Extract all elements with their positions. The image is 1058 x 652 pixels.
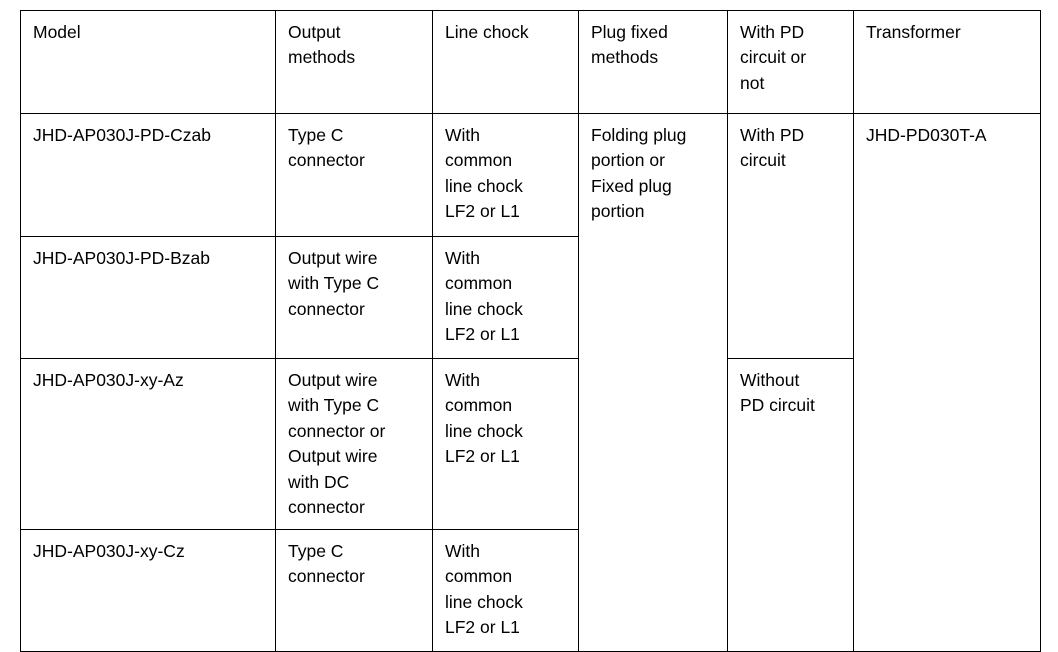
- cell-output-methods: Type C connector: [275, 529, 433, 652]
- cell-line-chock: With common line chock LF2 or L1: [432, 236, 579, 359]
- cell-pd-circuit-with-value: With PD circuit: [740, 125, 805, 171]
- column-header-model-label: Model: [33, 22, 81, 42]
- product-model-specification-table: Model Output methods Line chock Plug fix…: [20, 10, 1041, 652]
- header-row: Model Output methods Line chock Plug fix…: [20, 10, 1041, 114]
- column-header-with-pd-circuit-or-not: With PD circuit or not: [727, 10, 854, 114]
- column-header-line-chock-label: Line chock: [445, 22, 529, 42]
- column-header-output-methods: Output methods: [275, 10, 433, 114]
- cell-pd-circuit-with-merged: With PD circuit: [727, 113, 854, 359]
- cell-output-methods-value: Output wire with Type C connector: [288, 248, 380, 319]
- table-row: JHD-AP030J-PD-Czab Type C connector With…: [20, 113, 1041, 652]
- cell-line-chock: With common line chock LF2 or L1: [432, 358, 579, 530]
- table-row: JHD-AP030J-PD-Bzab Output wire with Type…: [20, 236, 1041, 359]
- table-row: JHD-AP030J-xy-Cz Type C connector With c…: [20, 529, 1041, 652]
- column-header-transformer: Transformer: [853, 10, 1041, 114]
- cell-model: JHD-AP030J-xy-Az: [20, 358, 276, 530]
- cell-pd-circuit-without-merged: Without PD circuit: [727, 358, 854, 652]
- cell-output-methods-value: Type C connector: [288, 125, 365, 171]
- table-header: Model Output methods Line chock Plug fix…: [20, 10, 1041, 114]
- cell-output-methods: Output wire with Type C connector: [275, 236, 433, 359]
- column-header-with-pd-circuit-or-not-label: With PD circuit or not: [740, 22, 807, 93]
- table-row: JHD-AP030J-xy-Az Output wire with Type C…: [20, 358, 1041, 652]
- table-body: JHD-AP030J-PD-Czab Type C connector With…: [20, 113, 1041, 652]
- cell-model: JHD-AP030J-PD-Bzab: [20, 236, 276, 359]
- column-header-output-methods-label: Output methods: [288, 22, 356, 68]
- cell-line-chock: With common line chock LF2 or L1: [432, 529, 579, 652]
- column-header-line-chock: Line chock: [432, 10, 579, 114]
- column-header-model: Model: [20, 10, 276, 114]
- cell-model-value: JHD-AP030J-xy-Az: [33, 370, 184, 390]
- cell-model: JHD-AP030J-xy-Cz: [20, 529, 276, 652]
- cell-model: JHD-AP030J-PD-Czab: [20, 113, 276, 237]
- column-header-plug-fixed-methods-label: Plug fixed methods: [591, 22, 668, 68]
- cell-output-methods-value: Output wire with Type C connector or Out…: [288, 370, 386, 517]
- cell-line-chock: With common line chock LF2 or L1: [432, 113, 579, 237]
- cell-model-value: JHD-AP030J-PD-Bzab: [33, 248, 210, 268]
- cell-line-chock-value: With common line chock LF2 or L1: [445, 370, 523, 467]
- cell-plug-fixed-methods-merged: Folding plug portion or Fixed plug porti…: [578, 113, 728, 652]
- column-header-transformer-label: Transformer: [866, 22, 961, 42]
- cell-line-chock-value: With common line chock LF2 or L1: [445, 248, 523, 345]
- cell-pd-circuit-without-value: Without PD circuit: [740, 370, 815, 416]
- cell-plug-fixed-methods-value: Folding plug portion or Fixed plug porti…: [591, 125, 687, 222]
- cell-line-chock-value: With common line chock LF2 or L1: [445, 125, 523, 222]
- cell-model-value: JHD-AP030J-PD-Czab: [33, 125, 211, 145]
- cell-output-methods: Type C connector: [275, 113, 433, 237]
- cell-model-value: JHD-AP030J-xy-Cz: [33, 541, 185, 561]
- cell-line-chock-value: With common line chock LF2 or L1: [445, 541, 523, 638]
- cell-output-methods: Output wire with Type C connector or Out…: [275, 358, 433, 530]
- cell-output-methods-value: Type C connector: [288, 541, 365, 587]
- cell-transformer-merged: JHD-PD030T-A: [853, 113, 1041, 652]
- cell-transformer-value: JHD-PD030T-A: [866, 125, 987, 145]
- column-header-plug-fixed-methods: Plug fixed methods: [578, 10, 728, 114]
